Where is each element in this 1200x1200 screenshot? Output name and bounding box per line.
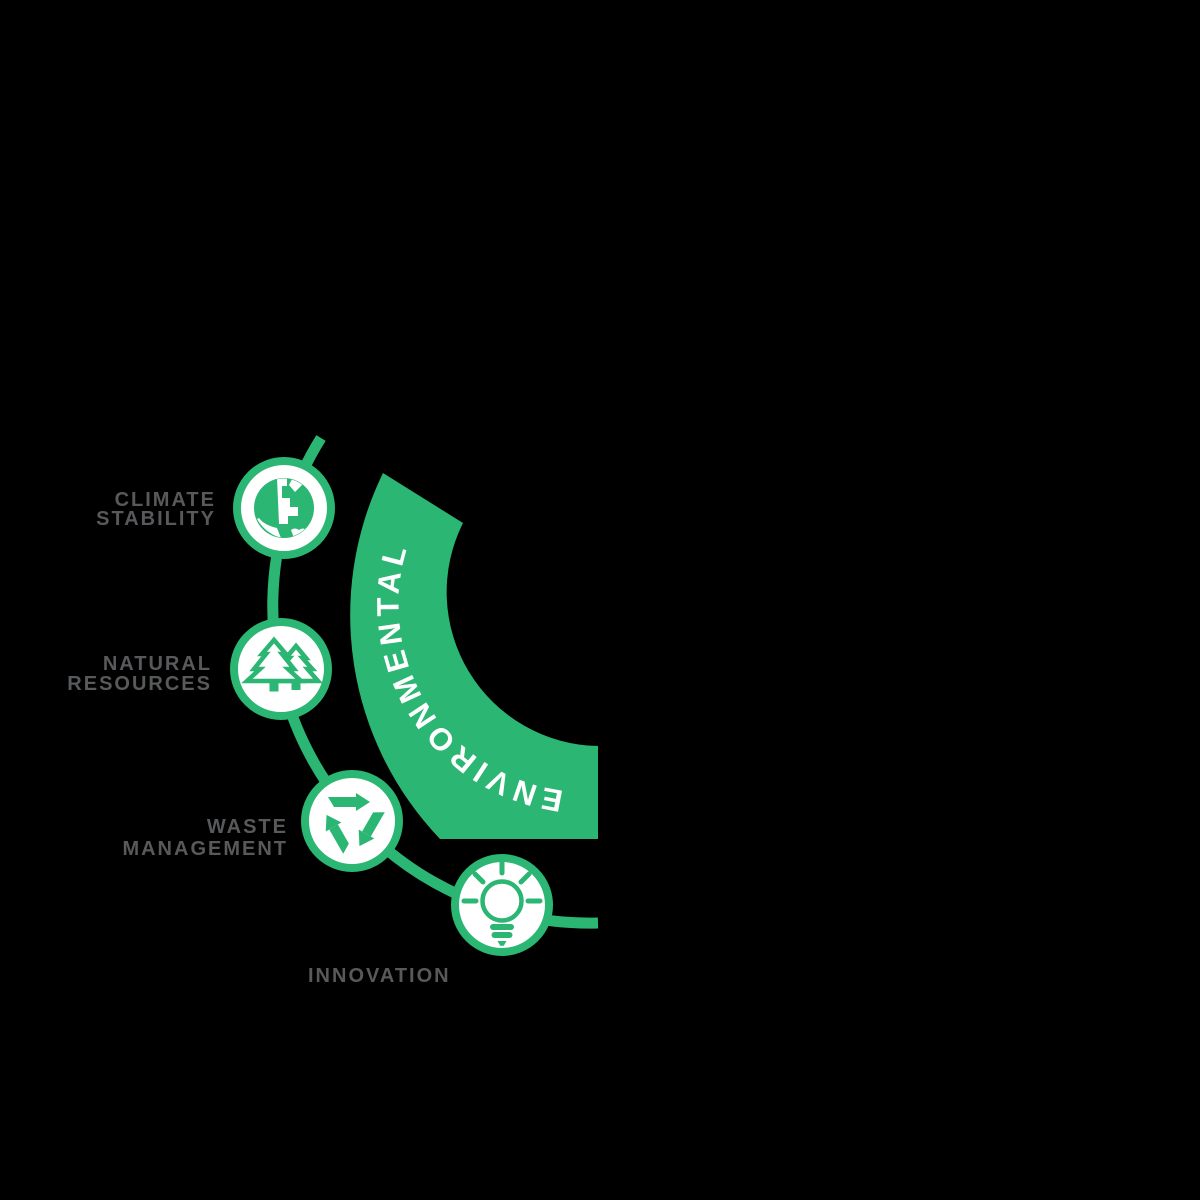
bulb-ray-upper-right (518, 871, 532, 885)
climate-label-line1: CLIMATE (115, 489, 216, 511)
node-innovation: INNOVATION (308, 854, 553, 987)
waste-label-line2: MANAGEMENT (122, 838, 288, 860)
globe-icon (254, 478, 314, 538)
node-natural-resources: NATURAL RESOURCES (67, 618, 332, 720)
innovation-node-circle (451, 854, 553, 956)
innovation-label-line1: INNOVATION (308, 965, 451, 987)
waste-node-circle (301, 770, 403, 872)
natural-label-line2: RESOURCES (67, 673, 212, 695)
lightbulb-icon (461, 859, 543, 946)
node-waste-management: WASTE MANAGEMENT (122, 770, 403, 872)
node-climate-stability: CLIMATE STABILITY (96, 457, 335, 559)
trees-icon (241, 636, 323, 692)
waste-label-line1: WASTE (207, 816, 288, 838)
environmental-arc-band (350, 473, 598, 839)
tree-front-trunk (269, 681, 279, 692)
recycle-arrow-1 (325, 814, 349, 854)
climate-label-line2: STABILITY (96, 508, 216, 530)
bulb-tip (497, 941, 507, 946)
natural-label-line1: NATURAL (103, 653, 212, 675)
tree-back-trunk (291, 681, 301, 690)
bulb-glass (480, 879, 524, 923)
bulb-ray-upper-left (472, 871, 486, 885)
recycle-icon (325, 793, 385, 854)
recycle-arrow-2 (328, 793, 370, 811)
recycle-arrow-3 (358, 812, 385, 847)
